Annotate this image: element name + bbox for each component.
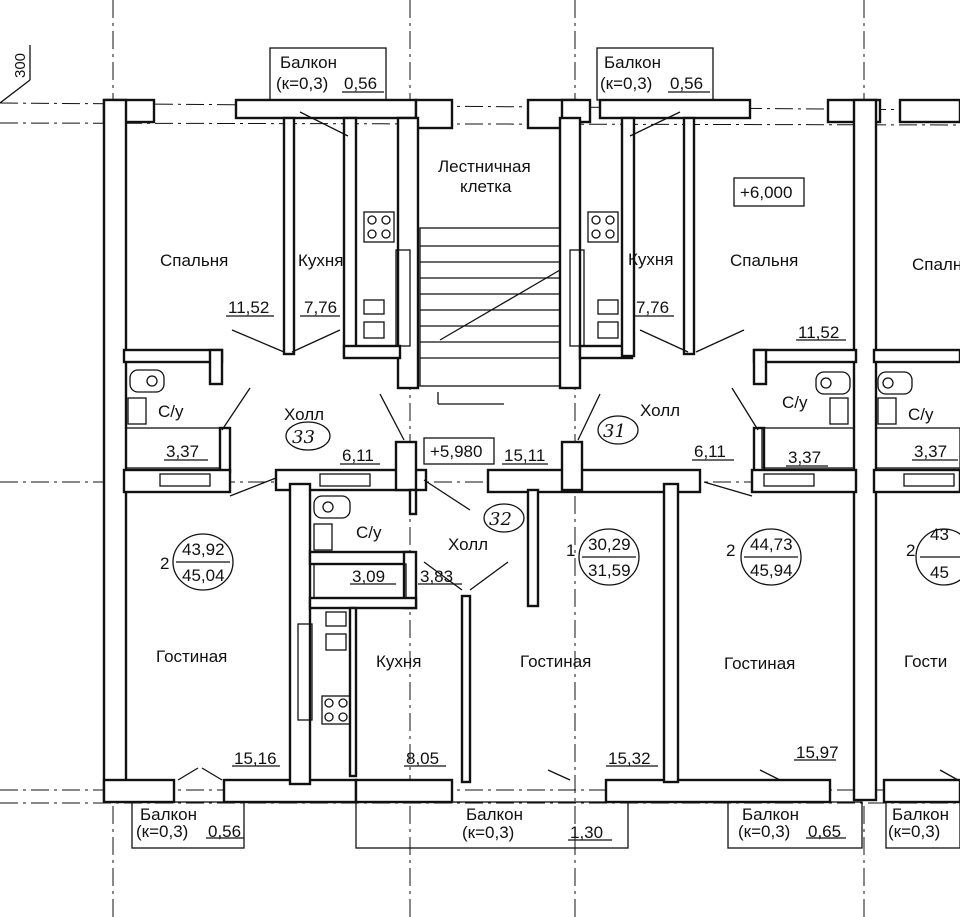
balcony-top-left-title: Балкон — [280, 53, 337, 72]
area-bedroom-left: 11,52 — [228, 298, 269, 317]
balcony-bottom-right-title: Балкон — [742, 805, 799, 824]
balcony-bottom-left-title: Балкон — [140, 805, 197, 824]
area-hall-mid: 3,83 — [420, 567, 453, 586]
apt4-living: 43 — [930, 525, 949, 544]
area-hall-right: 6,11 — [694, 442, 726, 461]
room-hall-right: Холл — [640, 401, 680, 420]
balcony-top-left-area: 0,56 — [344, 74, 377, 93]
room-living-3: Гостиная — [724, 654, 795, 673]
stair-label-2: клетка — [460, 177, 512, 196]
area-bath-right: 3,37 — [788, 448, 821, 467]
area-living-2: 15,32 — [608, 749, 651, 768]
balcony-bottom-left-area: 0,56 — [208, 822, 241, 841]
staircase — [419, 227, 561, 405]
room-kitchen-mid: Кухня — [376, 652, 422, 671]
level-top-right: +6,000 — [740, 183, 792, 202]
room-living-far: Гости — [904, 652, 947, 671]
area-kitchen-mid: 8,05 — [406, 749, 439, 768]
area-hall-center: 15,11 — [504, 446, 545, 465]
apt4-rooms: 2 — [906, 541, 915, 560]
room-bath-right: С/у — [782, 393, 808, 412]
door-swings — [177, 111, 959, 781]
apt2-living: 30,29 — [588, 535, 631, 554]
exterior-walls — [102, 98, 960, 804]
interior-walls — [122, 116, 960, 786]
area-bath-left: 3,37 — [166, 442, 199, 461]
level-boxes — [423, 177, 805, 465]
area-kitchen-right: 7,76 — [636, 298, 669, 317]
balcony-top-left-coef: (к=0,3) — [276, 74, 328, 93]
balcony-bottom-center-coef: (к=0,3) — [462, 823, 514, 842]
balcony-top-right-title: Балкон — [604, 53, 661, 72]
area-hall-left: 6,11 — [342, 446, 374, 465]
apt4-total: 45 — [930, 563, 949, 582]
area-living-3: 15,97 — [796, 743, 839, 762]
room-bath-left: С/у — [158, 402, 184, 421]
vent-ducts-icon — [159, 249, 955, 721]
mark-33: 33 — [292, 427, 315, 448]
apt3-rooms: 2 — [726, 541, 735, 560]
apt1-total: 45,04 — [182, 566, 225, 585]
stove-mid-icon — [321, 611, 351, 725]
room-bedroom-far-right: Спалн — [912, 255, 960, 274]
room-kitchen-right: Кухня — [628, 250, 674, 269]
stair-label-1: Лестничная — [438, 157, 531, 176]
apartment-markers — [172, 528, 960, 591]
stove-left-icon — [363, 211, 395, 339]
balcony-bottom-far-coef: (к=0,3) — [888, 822, 940, 841]
area-bedroom-right: 11,52 — [798, 323, 839, 342]
room-bath-far-right: С/у — [908, 405, 934, 424]
hand-circles — [285, 415, 639, 533]
room-living-2: Гостиная — [520, 652, 591, 671]
area-kitchen-left: 7,76 — [304, 298, 337, 317]
stove-right-icon — [587, 211, 619, 339]
apt1-rooms: 2 — [160, 554, 169, 573]
apt2-rooms: 1 — [566, 541, 575, 560]
area-living-1: 15,16 — [234, 749, 277, 768]
balcony-frames — [131, 47, 960, 849]
area-underlines — [164, 91, 958, 841]
balcony-bottom-center-title: Балкон — [466, 805, 523, 824]
apt3-total: 45,94 — [750, 561, 793, 580]
mark-31: 31 — [603, 421, 626, 442]
apt1-living: 43,92 — [182, 540, 225, 559]
apt2-total: 31,59 — [588, 561, 631, 580]
balcony-top-right-coef: (к=0,3) — [600, 74, 652, 93]
balcony-bottom-right-area: 0,65 — [808, 822, 841, 841]
room-living-1: Гостиная — [156, 647, 227, 666]
dimension-text: 300 — [12, 53, 29, 78]
room-bath-mid: С/у — [356, 523, 382, 542]
balcony-bottom-left-coef: (к=0,3) — [136, 822, 188, 841]
room-bedroom-left: Спальня — [160, 251, 228, 270]
room-kitchen-left: Кухня — [298, 251, 344, 270]
area-bath-mid: 3,09 — [352, 567, 385, 586]
area-bath-far-right: 3,37 — [914, 442, 947, 461]
dimension-mark: 300 — [0, 45, 31, 104]
balcony-bottom-right-coef: (к=0,3) — [738, 822, 790, 841]
apt3-living: 44,73 — [750, 535, 793, 554]
room-hall-left: Холл — [284, 405, 324, 424]
balcony-bottom-far-title: Балкон — [892, 805, 949, 824]
bath-fixtures-icon — [125, 369, 960, 599]
balcony-bottom-center-area: 1,30 — [570, 823, 603, 842]
room-hall-mid: Холл — [448, 535, 488, 554]
room-bedroom-right: Спальня — [730, 251, 798, 270]
level-center: +5,980 — [430, 442, 482, 461]
mark-32: 32 — [489, 509, 512, 530]
balcony-top-right-area: 0,56 — [670, 74, 703, 93]
